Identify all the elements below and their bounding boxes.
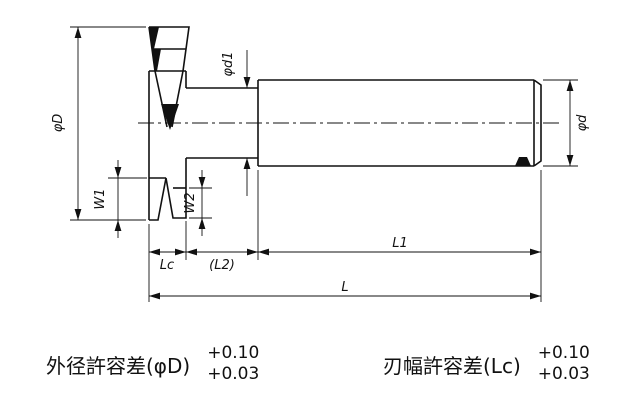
- dim-w1: W1: [93, 160, 147, 238]
- blade-width-tolerance-label: 刃幅許容差(Lc): [383, 353, 521, 378]
- dim-phi-d1: φd1: [221, 50, 251, 196]
- outer-diameter-tolerance-upper: +0.10: [207, 343, 260, 363]
- phi-d-label: φD: [51, 114, 66, 133]
- phi-d-small-label: φd: [575, 114, 590, 132]
- dim-lengths: Lc (L2) L1 L: [148, 170, 542, 302]
- l-label: L: [341, 280, 348, 295]
- w1-label: W1: [93, 188, 108, 209]
- blade-width-tolerance-upper: +0.10: [537, 343, 590, 363]
- outer-diameter-tolerance-label: 外径許容差(φD): [46, 353, 191, 378]
- dim-phi-d-shank: φd: [543, 79, 590, 167]
- blade-width-tolerance-note: 刃幅許容差(Lc) +0.10 +0.03: [383, 343, 590, 385]
- dim-phi-d: φD: [51, 26, 146, 221]
- phi-d1-label: φd1: [221, 51, 236, 76]
- w2-label: W2: [183, 192, 198, 213]
- outer-diameter-tolerance-lower: +0.03: [207, 364, 260, 384]
- shank-outline: [257, 79, 542, 167]
- blade-width-tolerance-lower: +0.03: [537, 364, 590, 384]
- lc-label: Lc: [160, 258, 174, 273]
- blade-width-tolerance-values: +0.10 +0.03: [538, 343, 590, 385]
- outer-diameter-tolerance-values: +0.10 +0.03: [207, 343, 259, 385]
- dim-w2: W2: [183, 170, 212, 236]
- l2-label: (L2): [209, 258, 235, 273]
- l1-label: L1: [392, 236, 408, 251]
- technical-drawing-svg: φD φd1 φd W1 W: [51, 26, 590, 302]
- outer-diameter-tolerance-note: 外径許容差(φD) +0.10 +0.03: [46, 343, 259, 385]
- cutter-head-outline: [148, 26, 190, 221]
